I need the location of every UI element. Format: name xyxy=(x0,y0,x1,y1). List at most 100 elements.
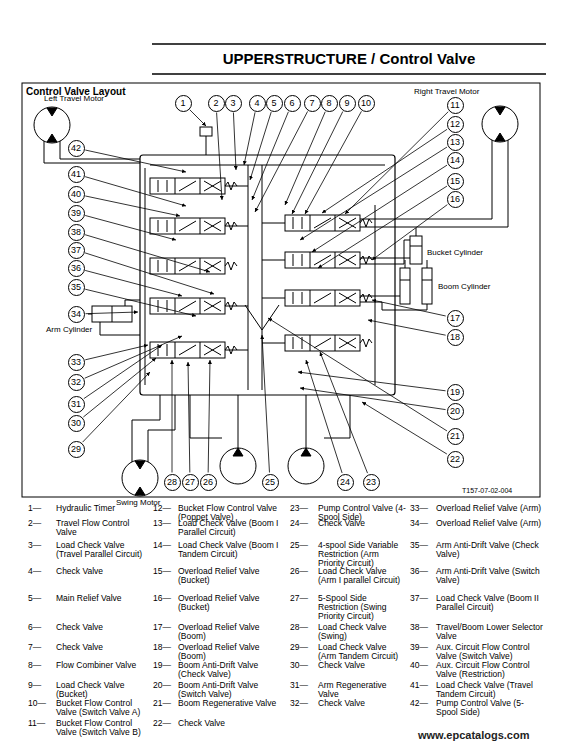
part-label: Left Travel Motor xyxy=(44,95,104,104)
callout-key-number: 42— xyxy=(410,699,428,708)
callout-key-number: 18— xyxy=(153,643,171,652)
leader-line xyxy=(85,312,138,314)
callout-number: 41 xyxy=(71,170,81,179)
callout-key-number: 34— xyxy=(410,519,428,528)
callout-number: 31 xyxy=(71,400,81,409)
bucket-cylinder xyxy=(410,236,422,264)
callout-key-number: 41— xyxy=(410,681,428,690)
callout-number: 16 xyxy=(450,195,460,204)
callout-key-number: 5— xyxy=(28,594,41,603)
callout-key-number: 3— xyxy=(28,541,41,550)
callout-circle: 13 xyxy=(447,134,464,151)
callout-circle: 11 xyxy=(447,97,464,114)
callout-key-number: 35— xyxy=(410,541,428,550)
leader-line xyxy=(252,112,288,200)
callout-circle: 2 xyxy=(208,95,225,112)
callout-key-number: 8— xyxy=(28,661,41,670)
callout-number: 1 xyxy=(180,99,185,108)
callout-number: 38 xyxy=(71,228,81,237)
callout-circle: 10 xyxy=(358,95,375,112)
callout-circle: 19 xyxy=(447,384,464,401)
callout-key-number: 30— xyxy=(290,661,308,670)
part-description: Check Valve xyxy=(56,623,148,632)
part-description: Travel Flow Control Valve xyxy=(56,519,148,537)
part-description: Bucket Flow Control Valve (Switch Valve … xyxy=(56,699,148,717)
callout-circle: 21 xyxy=(447,428,464,445)
leader-line xyxy=(85,289,196,316)
part-description: Check Valve xyxy=(56,567,148,576)
callout-key-number: 19— xyxy=(153,661,171,670)
watermark: www.epcatalogs.com xyxy=(418,729,529,741)
callout-circle: 28 xyxy=(164,474,181,491)
motor-symbol xyxy=(135,461,145,495)
callout-circle: 35 xyxy=(68,279,85,296)
callout-number: 15 xyxy=(450,177,460,186)
callout-circle: 34 xyxy=(68,306,85,323)
callout-circle: 24 xyxy=(337,474,354,491)
part-description: Travel/Boom Lower Selector Valve xyxy=(436,623,544,641)
hydraulic-line xyxy=(88,300,140,335)
callout-key-number: 14— xyxy=(153,541,171,550)
callout-circle: 41 xyxy=(68,166,85,183)
spool-symbol xyxy=(158,178,237,194)
leader-line xyxy=(244,112,255,165)
leader-line xyxy=(85,253,214,294)
callout-circle: 39 xyxy=(68,205,85,222)
callout-circle: 20 xyxy=(447,403,464,420)
leader-line xyxy=(188,362,190,473)
callout-number: 30 xyxy=(71,419,81,428)
callout-key-number: 23— xyxy=(290,504,308,513)
part-description: Overload Relief Valve (Boom) xyxy=(178,643,286,661)
callout-circle: 38 xyxy=(68,224,85,241)
callout-number: 17 xyxy=(450,314,460,323)
callout-circle: 6 xyxy=(284,95,301,112)
part-description: Load Check Valve (Arm I parallel Circuit… xyxy=(318,567,406,585)
spool-symbol xyxy=(158,342,237,358)
leader-line xyxy=(190,110,206,126)
part-description: Aux. Circuit Flow Control Valve (Switch … xyxy=(436,643,544,661)
callout-key-number: 29— xyxy=(290,643,308,652)
part-description: Overload Relief Valve (Bucket) xyxy=(178,594,286,612)
callout-key-number: 38— xyxy=(410,623,428,632)
callout-circle: 18 xyxy=(447,329,464,346)
valve-housing xyxy=(140,155,395,395)
callout-key-number: 2— xyxy=(28,519,41,528)
callout-key-number: 33— xyxy=(410,504,428,513)
callout-key-number: 22— xyxy=(153,719,171,728)
callout-number: 14 xyxy=(450,156,460,165)
part-description: Load Check Valve (Travel Tandem Circuit) xyxy=(436,681,544,699)
callout-number: 34 xyxy=(71,310,81,319)
callout-key-number: 6— xyxy=(28,623,41,632)
pilot-line xyxy=(206,136,207,155)
callout-number: 37 xyxy=(71,246,81,255)
callout-circle: 3 xyxy=(225,95,242,112)
part-description: 4-spool Side Variable Restriction (Arm P… xyxy=(318,541,406,568)
leader-line xyxy=(85,336,182,378)
spool-symbol xyxy=(293,215,372,231)
leader-line xyxy=(298,372,446,391)
leader-line xyxy=(233,112,236,170)
page-title: UPPERSTRUCTURE / Control Valve xyxy=(152,51,546,68)
leader-line xyxy=(217,112,222,200)
part-description: Check Valve xyxy=(56,643,148,652)
part-description: Load Check Valve (Boom I Parallel Circui… xyxy=(178,519,286,537)
callout-number: 36 xyxy=(71,264,81,273)
part-description: 5-Spool Side Restriction (Swing Priority… xyxy=(318,594,406,621)
leader-line xyxy=(85,150,186,172)
callout-number: 25 xyxy=(265,478,275,487)
callout-number: 29 xyxy=(71,445,81,454)
part-label: Arm Cylinder xyxy=(46,326,92,335)
callout-key-number: 15— xyxy=(153,567,171,576)
callout-number: 2 xyxy=(213,99,218,108)
callout-key-number: 31— xyxy=(290,681,308,690)
callout-number: 20 xyxy=(450,407,460,416)
callout-circle: 7 xyxy=(304,95,321,112)
callout-key-number: 9— xyxy=(28,681,41,690)
leader-line xyxy=(368,320,446,335)
part-description: Bucket Flow Control Valve (Switch Valve … xyxy=(56,719,148,737)
leader-line xyxy=(83,372,150,442)
part-description: Check Valve xyxy=(318,519,406,528)
leader-line xyxy=(255,111,308,212)
leader-line xyxy=(172,360,173,473)
